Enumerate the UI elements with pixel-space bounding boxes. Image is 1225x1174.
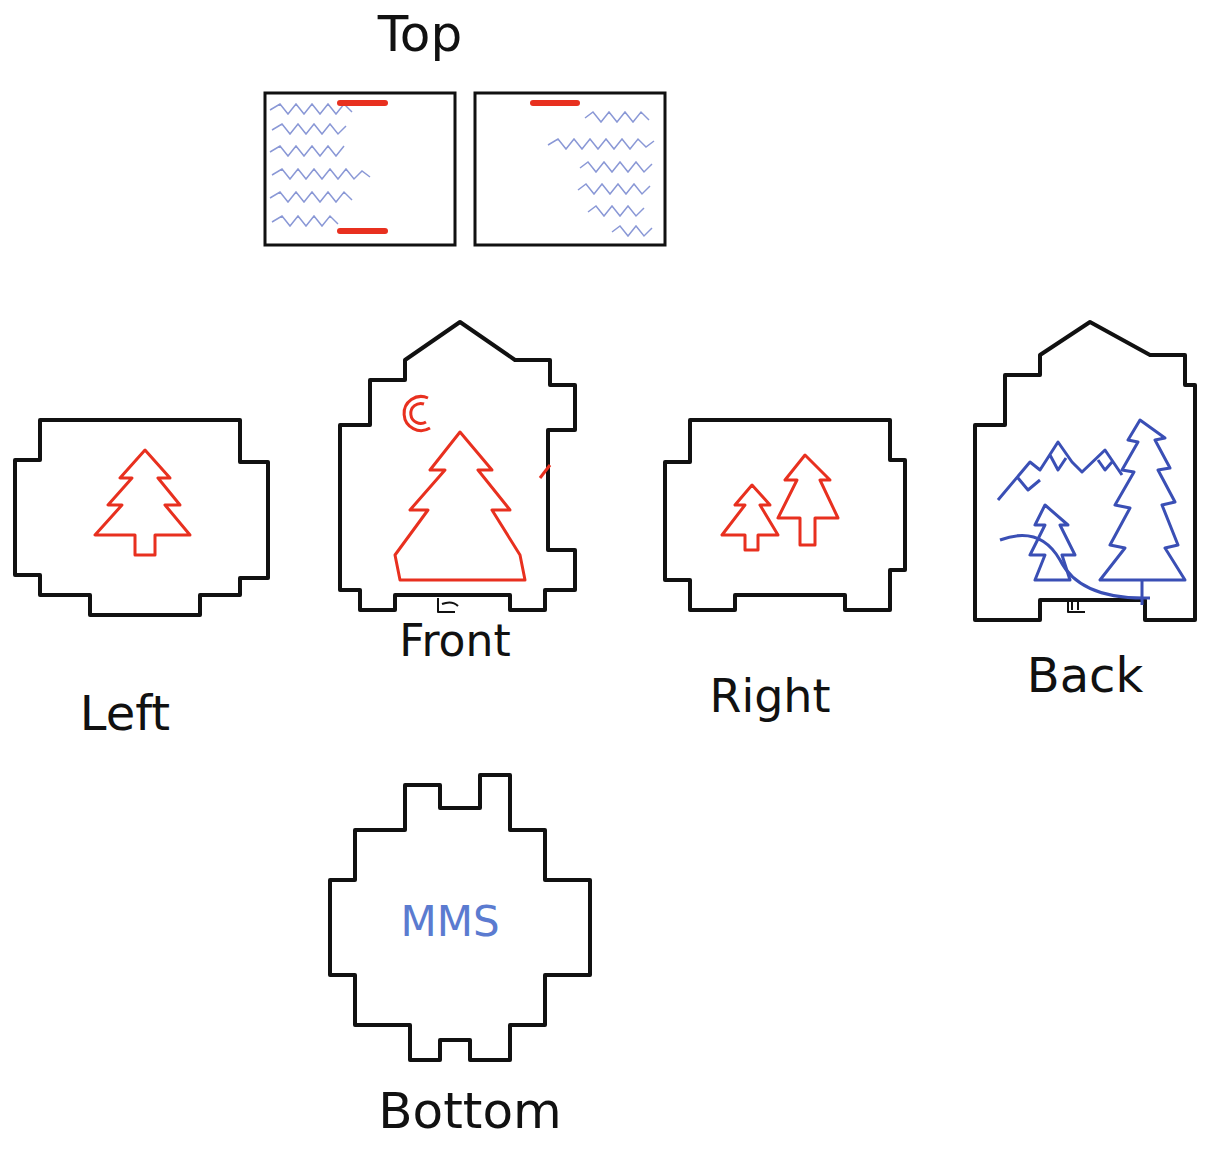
panel-outline xyxy=(975,322,1195,620)
panel-outline xyxy=(330,775,590,1060)
slot-mark xyxy=(533,100,577,106)
box-panel: MMS Bottom xyxy=(325,770,595,1165)
red-stroke xyxy=(540,465,550,478)
panel-label: Front xyxy=(399,616,510,667)
hatch-line xyxy=(270,192,352,202)
hatching xyxy=(270,104,654,236)
hatch-line xyxy=(588,206,644,216)
panel-label: Bottom xyxy=(378,1083,561,1141)
panel-outline xyxy=(475,93,665,245)
box-panel: Right xyxy=(655,415,910,745)
hatch-line xyxy=(612,226,652,236)
panel-label: Top xyxy=(378,6,462,64)
panel-outline xyxy=(265,93,455,245)
panel-label: Left xyxy=(80,686,170,741)
panel-label: Right xyxy=(709,670,830,723)
hatch-line xyxy=(272,169,370,179)
slot-mark xyxy=(340,100,385,106)
box-panel: Front xyxy=(330,315,580,675)
panel-outline xyxy=(340,322,575,610)
panel-marking: MMS xyxy=(400,898,499,946)
tree-drawing xyxy=(778,455,838,545)
tree-drawing xyxy=(95,450,190,555)
panel-outline xyxy=(15,420,268,615)
hatch-line xyxy=(585,112,649,122)
tree-drawing xyxy=(395,432,525,580)
box-panel: Back xyxy=(965,318,1200,713)
panel-outline xyxy=(665,420,905,610)
slot-marks xyxy=(340,103,577,231)
hatch-line xyxy=(548,139,654,149)
hatch-line xyxy=(272,124,346,134)
hatch-line xyxy=(578,184,650,194)
hatch-line xyxy=(272,216,338,226)
hatch-line xyxy=(580,162,652,172)
slot-mark xyxy=(340,228,385,234)
panel-label: Back xyxy=(1027,648,1144,703)
hinge-mark xyxy=(1068,598,1085,612)
hinge-mark xyxy=(438,598,458,612)
box-panel: Left xyxy=(8,410,276,750)
tree-drawing xyxy=(722,485,778,550)
moon-drawing xyxy=(404,397,430,431)
box-panel: Top xyxy=(258,3,672,250)
hatch-line xyxy=(270,146,344,156)
mountain-drawing xyxy=(998,442,1122,500)
tree-drawing xyxy=(1100,420,1185,605)
tree-drawing xyxy=(1030,505,1075,580)
river-drawing xyxy=(1000,536,1150,599)
top-panels xyxy=(258,3,672,250)
